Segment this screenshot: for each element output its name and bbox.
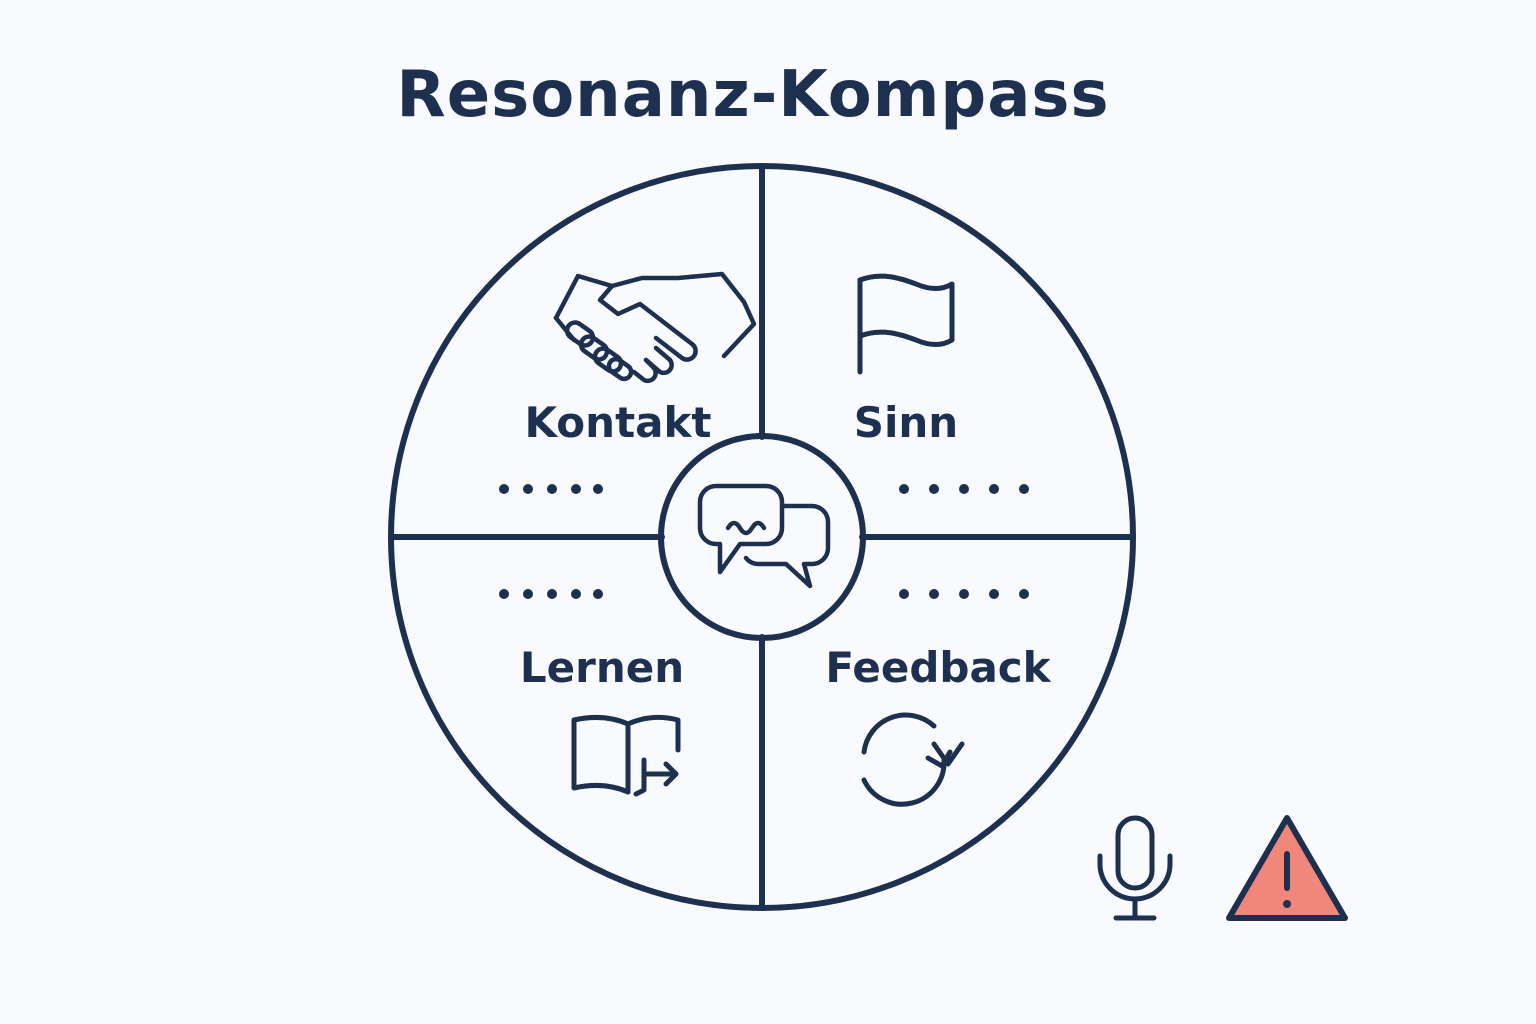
page-title: Resonanz-Kompass xyxy=(396,58,1110,132)
refresh-cycle-icon xyxy=(861,712,965,807)
flag-icon xyxy=(857,273,955,375)
handshake-icon xyxy=(553,271,757,384)
quadrant-label-sinn: Sinn xyxy=(854,398,958,447)
dots-lernen xyxy=(499,589,603,599)
center-hub xyxy=(658,433,866,641)
chat-bubbles-icon xyxy=(697,483,831,589)
dots-sinn xyxy=(899,484,1029,494)
quadrant-label-kontakt: Kontakt xyxy=(525,398,712,447)
warning-icon xyxy=(1226,815,1348,921)
quadrant-label-lernen: Lernen xyxy=(520,643,684,692)
quadrant-label-feedback: Feedback xyxy=(825,643,1051,692)
microphone-icon[interactable] xyxy=(1097,815,1173,921)
book-arrow-icon xyxy=(571,714,681,797)
dots-kontakt xyxy=(499,484,603,494)
dots-feedback xyxy=(899,589,1029,599)
